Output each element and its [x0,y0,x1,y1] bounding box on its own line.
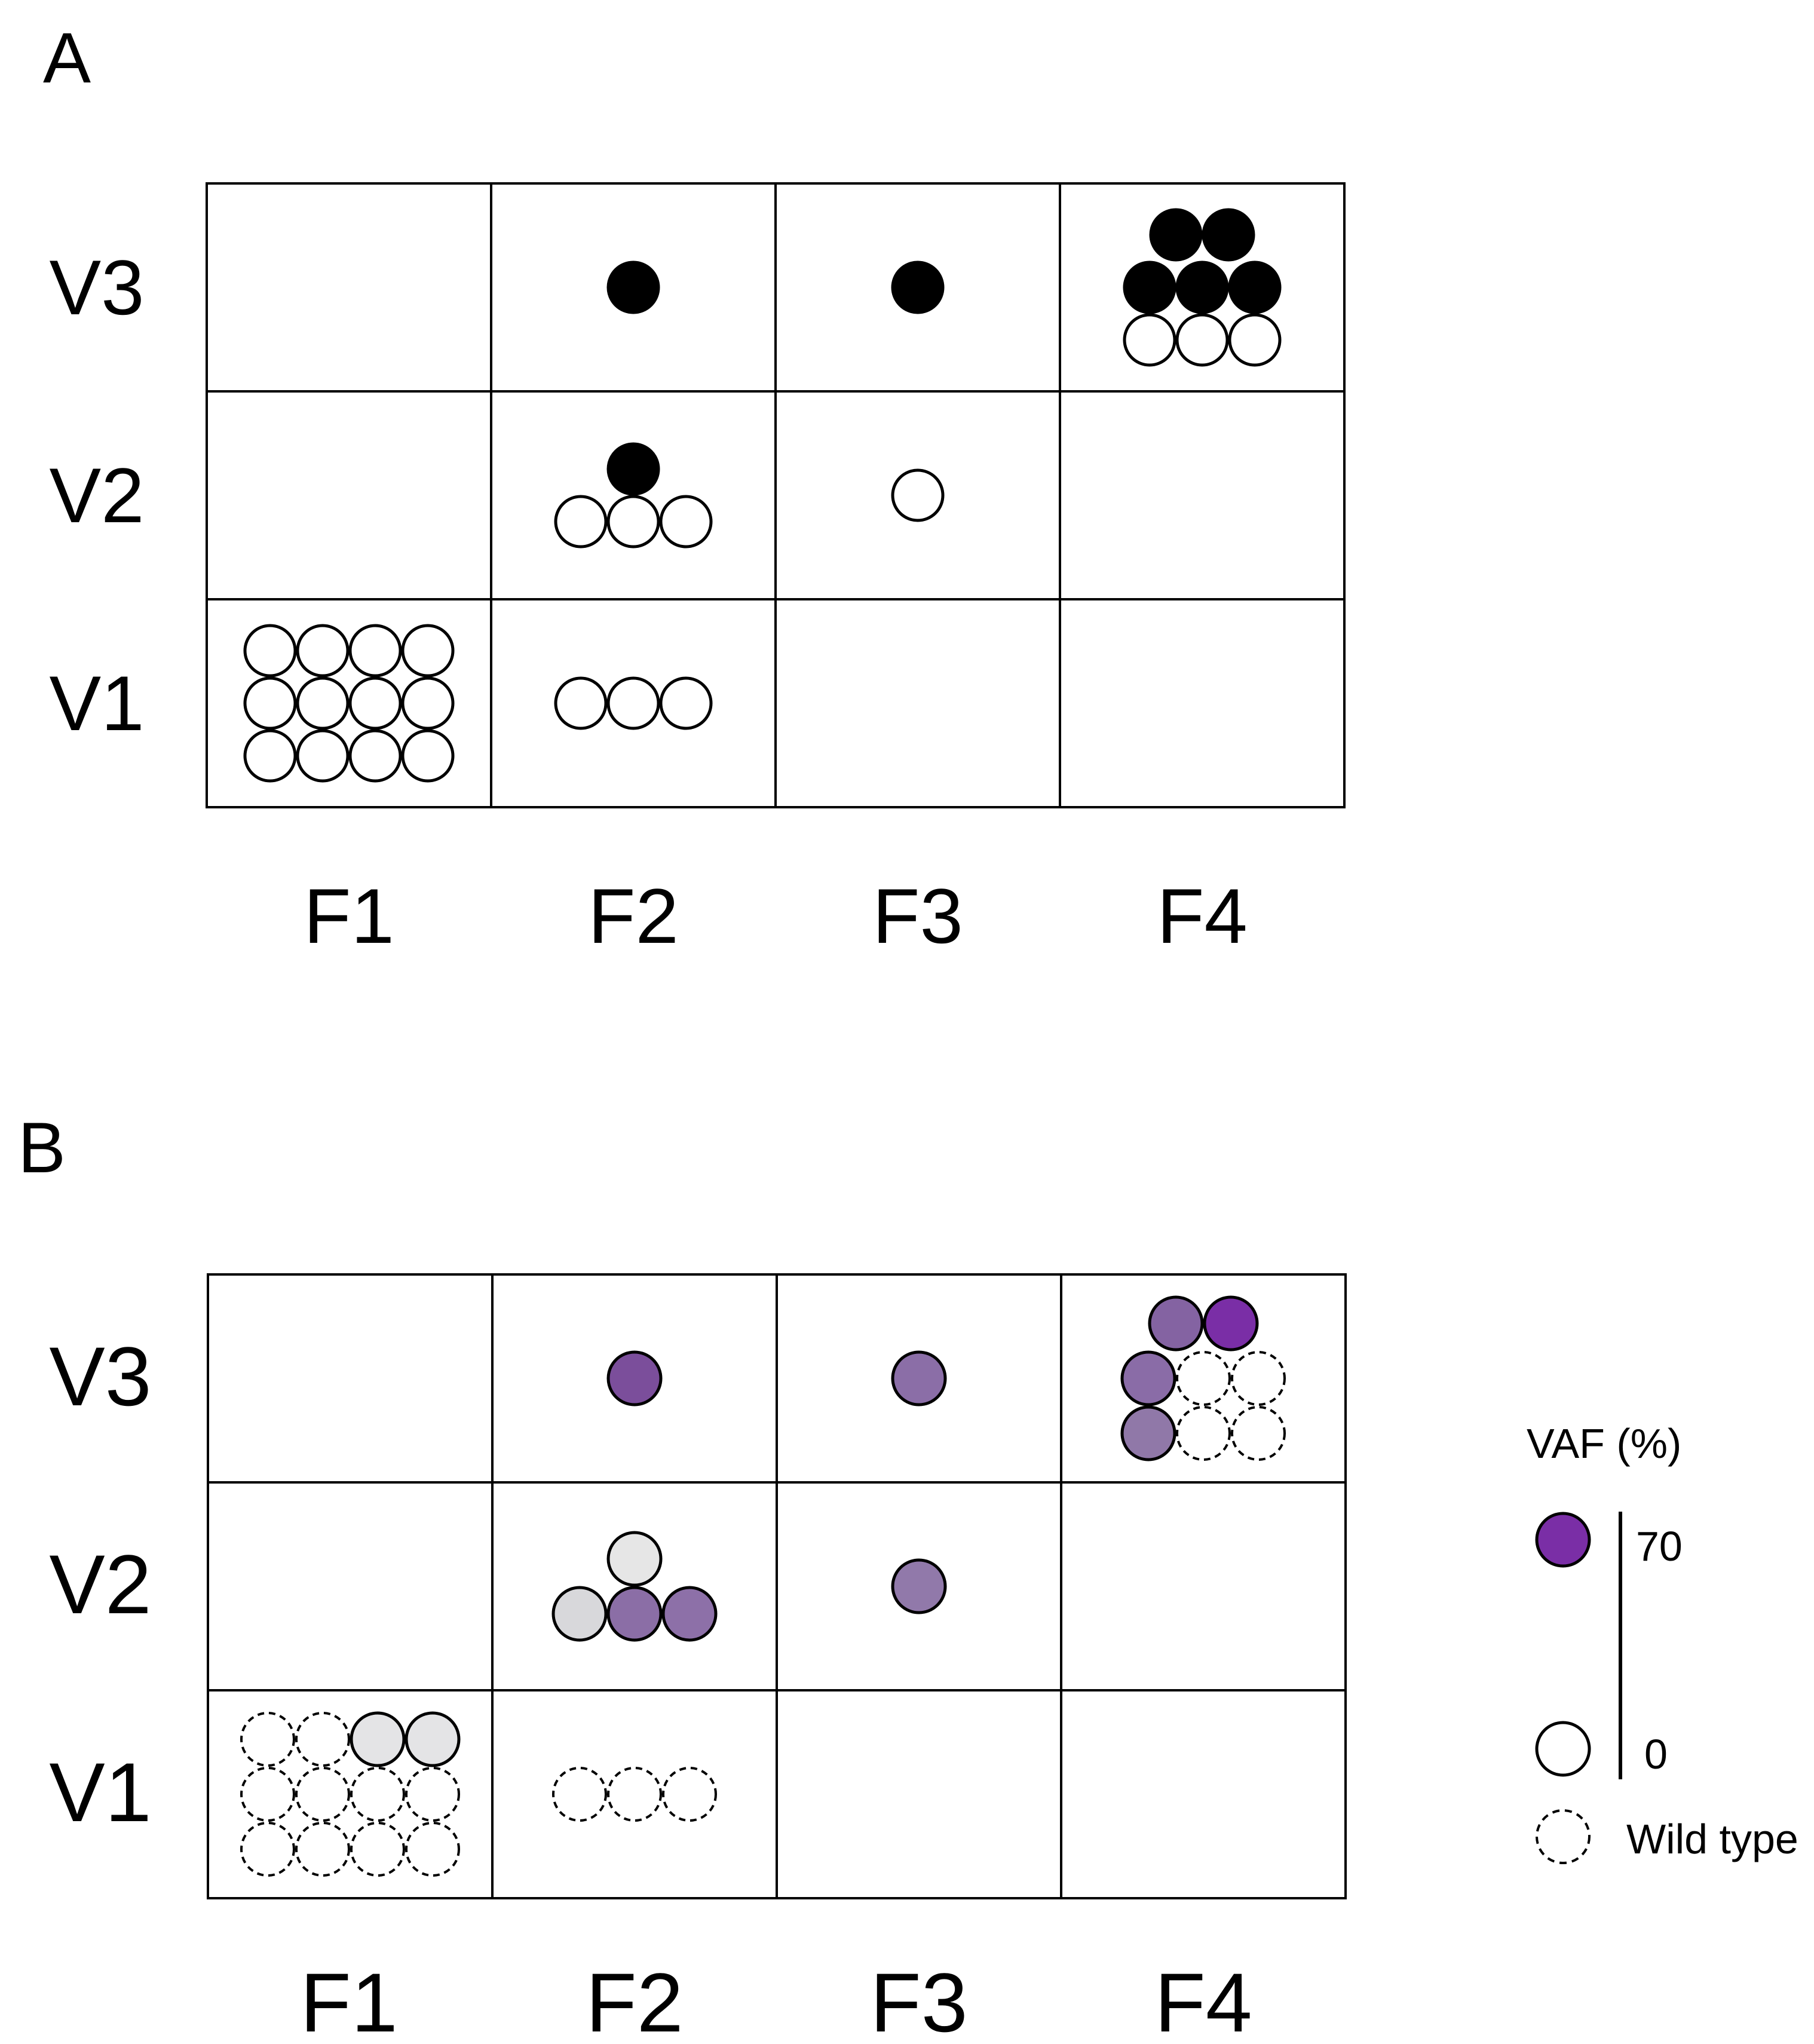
row-label-v2: V2 [49,452,144,539]
row-label-v3: V3 [49,1329,151,1423]
vaf-circle [551,1586,608,1642]
wild-type-circle [295,1712,350,1767]
panel-b-label: B [18,1108,66,1188]
vaf-circle [1120,1350,1176,1406]
col-label-f4: F4 [1154,1956,1252,2044]
vaf-circle [350,1711,406,1767]
panel-b-circles [240,1295,1286,1877]
legend-low-circle [1535,1721,1591,1777]
vaf-circle [891,1350,947,1406]
sample-circle [296,729,350,783]
legend-low-label: 0 [1644,1731,1668,1778]
wild-type-circle [295,1822,350,1877]
vaf-circle [1203,1295,1259,1352]
legend-wild-type-circle [1536,1809,1591,1864]
mutant-circle [891,261,945,314]
wild-type-circle [295,1767,350,1822]
sample-circle [348,624,402,678]
wild-type-circle [350,1767,405,1822]
vaf-circle [405,1711,461,1767]
panel-a: A V3 V2 V1 F1 F2 F3 F4 [43,18,1346,960]
row-label-v1: V1 [49,1745,151,1839]
wild-type-circle [405,1822,460,1877]
sample-circle [606,676,660,730]
sample-circle [1228,313,1282,367]
wild-type-circle [240,1767,295,1822]
col-label-f1: F1 [300,1956,397,2044]
col-label-f1: F1 [304,872,394,960]
legend-wild-type-label: Wild type [1626,1816,1798,1862]
sample-circle [659,495,713,548]
sample-circle [296,624,350,678]
col-label-f2: F2 [586,1956,683,2044]
wild-type-circle [350,1822,405,1877]
mutant-circle [1175,261,1229,314]
mutant-circle [1149,208,1203,262]
sample-circle [243,729,297,783]
vaf-circle [606,1586,663,1642]
mutant-circle [606,261,660,314]
sample-circle [606,495,660,548]
sample-circle [296,676,350,730]
wild-type-circle [607,1767,662,1822]
sample-circle [891,468,945,522]
col-label-f3: F3 [870,1956,967,2044]
col-label-f4: F4 [1157,872,1248,960]
sample-circle [554,495,608,548]
wild-type-circle [552,1767,607,1822]
wild-type-circle [1231,1406,1286,1461]
wild-type-circle [405,1767,460,1822]
sample-circle [401,624,455,678]
legend-high-circle [1535,1512,1591,1568]
mutant-circle [1202,208,1255,262]
wild-type-circle [1231,1351,1286,1406]
panel-a-circles [243,208,1282,783]
vaf-circle [1148,1295,1204,1352]
mutant-circle [1228,261,1282,314]
legend-title: VAF (%) [1527,1420,1681,1467]
wild-type-circle [240,1712,295,1767]
vaf-circle [891,1558,947,1614]
wild-type-circle [1176,1406,1231,1461]
row-label-v2: V2 [49,1537,151,1631]
mutant-circle [1123,261,1176,314]
panel-b-grid [207,1273,1347,1899]
sample-circle [401,676,455,730]
row-label-v1: V1 [49,660,144,747]
sample-circle [1123,313,1176,367]
sample-circle [659,676,713,730]
sample-circle [401,729,455,783]
sample-circle [554,676,608,730]
legend-high-label: 70 [1636,1523,1683,1570]
mutant-circle [606,442,660,496]
sample-circle [348,729,402,783]
sample-circle [348,676,402,730]
vaf-circle [606,1531,663,1587]
vaf-circle [1120,1405,1176,1461]
vaf-circle [606,1350,663,1406]
wild-type-circle [662,1767,717,1822]
wild-type-circle [240,1822,295,1877]
panel-a-grid [206,182,1346,808]
sample-circle [243,676,297,730]
sample-circle [243,624,297,678]
col-label-f3: F3 [872,872,963,960]
row-label-v3: V3 [49,244,144,331]
sample-circle [1175,313,1229,367]
panel-b: B V3 V2 V1 F1 F2 F3 F4 [18,1108,1347,2044]
vaf-circle [661,1586,718,1642]
panel-a-label: A [43,18,91,98]
vaf-legend: VAF (%) 70 0 Wild type [1527,1420,1798,1864]
wild-type-circle [1176,1351,1231,1406]
col-label-f2: F2 [588,872,679,960]
